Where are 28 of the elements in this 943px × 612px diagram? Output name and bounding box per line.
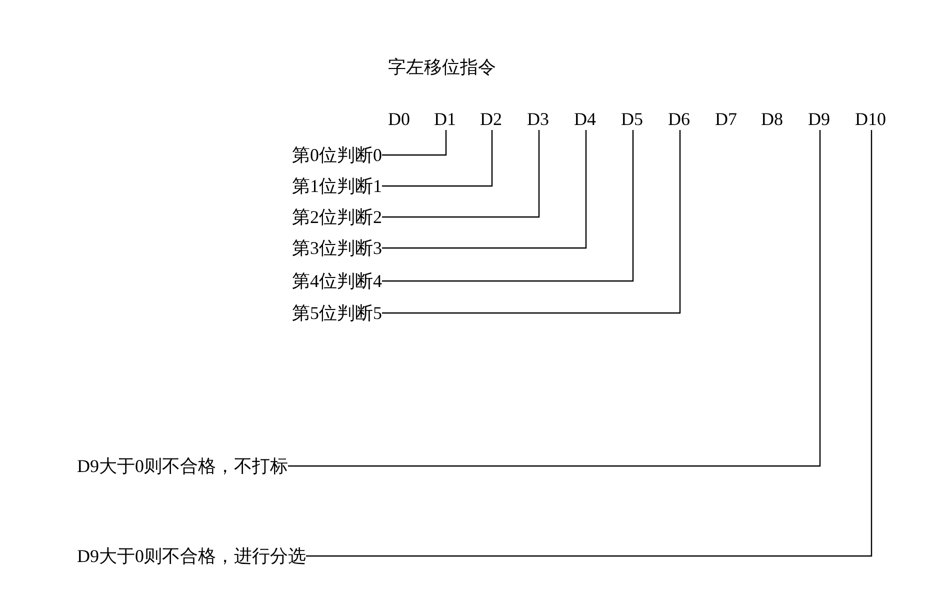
register-label: D0: [388, 108, 410, 130]
connector-line: [382, 130, 587, 249]
register-label: D5: [621, 108, 643, 130]
connector-line: [382, 130, 540, 218]
register-label: D9: [808, 108, 830, 130]
diagram-title: 字左移位指令: [388, 56, 496, 79]
bit-note: 第4位判断4: [240, 270, 382, 292]
bit-note: 第1位判断1: [240, 175, 382, 197]
bit-note: 第3位判断3: [240, 237, 382, 259]
bit-note: 第5位判断5: [240, 302, 382, 324]
connector-line: [382, 130, 447, 156]
bit-note: 第2位判断2: [240, 206, 382, 228]
connector-line: [288, 130, 821, 467]
register-label: D3: [527, 108, 549, 130]
register-label: D2: [480, 108, 502, 130]
connector-line: [382, 130, 493, 187]
register-label: D7: [715, 108, 737, 130]
register-label: D10: [855, 108, 886, 130]
connector-line: [382, 130, 681, 314]
register-label: D6: [668, 108, 690, 130]
connector-line: [306, 130, 872, 557]
register-label: D1: [434, 108, 456, 130]
register-label: D4: [574, 108, 596, 130]
bit-note: D9大于0则不合格，进行分选: [77, 545, 306, 567]
connector-line: [382, 130, 634, 282]
register-label: D8: [761, 108, 783, 130]
bit-note: 第0位判断0: [240, 144, 382, 166]
bit-note: D9大于0则不合格，不打标: [77, 455, 288, 477]
